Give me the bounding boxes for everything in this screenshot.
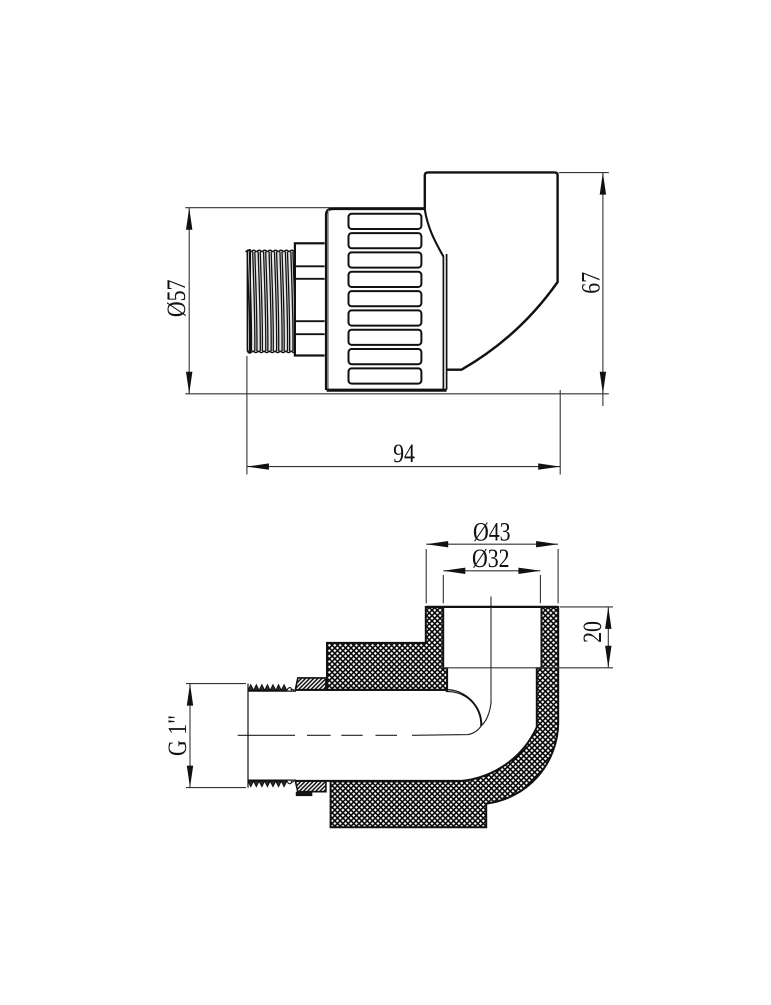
- svg-text:Ø43: Ø43: [473, 519, 511, 547]
- svg-text:Ø32: Ø32: [472, 545, 510, 573]
- svg-text:67: 67: [578, 272, 606, 294]
- svg-text:G 1": G 1": [165, 715, 193, 756]
- svg-text:Ø57: Ø57: [164, 279, 192, 317]
- svg-text:20: 20: [580, 621, 608, 643]
- svg-text:94: 94: [393, 440, 415, 468]
